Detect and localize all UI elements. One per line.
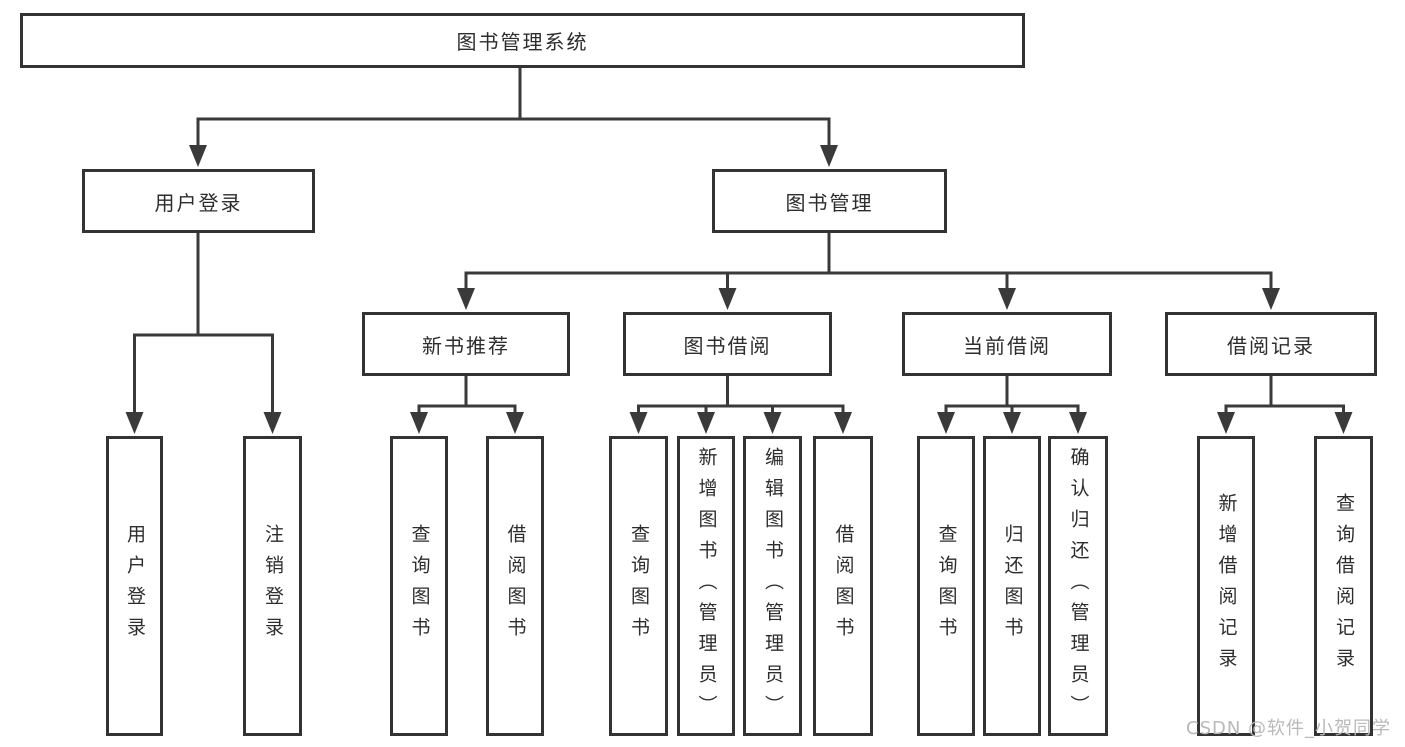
node-label: 用户登录 bbox=[154, 190, 243, 215]
leaf-label: 查询图书 bbox=[628, 524, 650, 648]
node-library-management-system: 图书管理系统 bbox=[20, 13, 1025, 68]
node-label: 图书管理 bbox=[785, 190, 874, 215]
leaf-label: 查询图书 bbox=[408, 524, 431, 648]
leaf-confirm-return-admin: 确认归还（管理员） bbox=[1048, 436, 1108, 736]
csdn-watermark: CSDN @软件_小贺同学 bbox=[1186, 718, 1392, 739]
leaf-logout: 注销登录 bbox=[243, 436, 302, 736]
leaf-label: 用户登录 bbox=[124, 524, 146, 648]
leaf-return-books: 归还图书 bbox=[983, 436, 1041, 736]
leaf-label: 借阅图书 bbox=[832, 524, 855, 648]
node-book-management: 图书管理 bbox=[712, 169, 947, 233]
leaf-borrow-books-borrowing: 借阅图书 bbox=[813, 436, 873, 736]
node-label: 借阅记录 bbox=[1227, 333, 1315, 358]
leaf-edit-books-admin: 编辑图书（管理员） bbox=[743, 436, 802, 736]
leaf-label: 确认归还（管理员） bbox=[1067, 446, 1090, 726]
leaf-add-books-admin: 新增图书（管理员） bbox=[677, 436, 735, 736]
node-label: 当前借阅 bbox=[963, 333, 1051, 358]
node-label: 图书借阅 bbox=[683, 333, 772, 358]
leaf-label: 查询借阅记录 bbox=[1333, 493, 1355, 679]
node-current-borrowing: 当前借阅 bbox=[902, 312, 1112, 376]
root-title: 图书管理系统 bbox=[456, 30, 589, 54]
leaf-add-borrow-record: 新增借阅记录 bbox=[1197, 436, 1255, 736]
leaf-label: 新增借阅记录 bbox=[1215, 493, 1238, 679]
leaf-user-login: 用户登录 bbox=[106, 436, 163, 736]
leaf-query-books-current: 查询图书 bbox=[917, 436, 975, 736]
leaf-query-borrow-record: 查询借阅记录 bbox=[1314, 436, 1373, 736]
leaf-label: 查询图书 bbox=[935, 524, 958, 648]
leaf-label: 借阅图书 bbox=[504, 524, 527, 648]
leaf-label: 归还图书 bbox=[1001, 524, 1024, 648]
leaf-query-books-recommend: 查询图书 bbox=[390, 436, 448, 736]
leaf-label: 编辑图书（管理员） bbox=[762, 446, 784, 726]
leaf-borrow-books-recommend: 借阅图书 bbox=[486, 436, 544, 736]
node-book-borrowing: 图书借阅 bbox=[623, 312, 832, 376]
leaf-label: 注销登录 bbox=[262, 524, 284, 648]
leaf-query-books-borrowing: 查询图书 bbox=[609, 436, 668, 736]
node-label: 新书推荐 bbox=[422, 333, 510, 358]
node-borrowing-records: 借阅记录 bbox=[1165, 312, 1377, 376]
leaf-label: 新增图书（管理员） bbox=[695, 446, 718, 726]
node-new-book-recommendation: 新书推荐 bbox=[362, 312, 570, 376]
node-user-login: 用户登录 bbox=[82, 169, 315, 233]
